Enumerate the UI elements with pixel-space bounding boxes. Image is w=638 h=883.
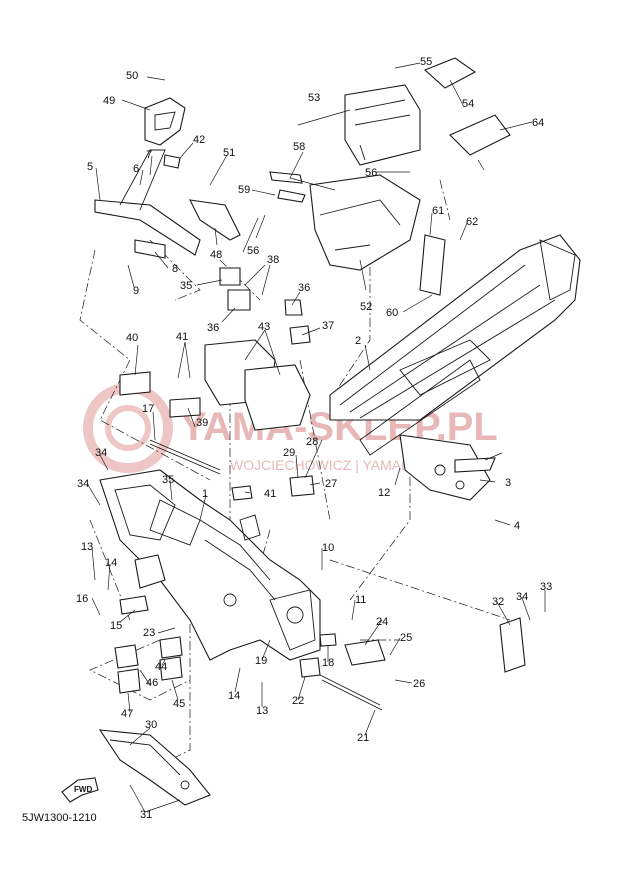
callout-17: 17 xyxy=(142,403,154,415)
callout-36a: 36 xyxy=(207,322,219,334)
callout-39: 40 xyxy=(126,332,138,344)
callout-18: 18 xyxy=(322,657,334,669)
callout-52: 53 xyxy=(308,92,320,104)
callout-50b: 51 xyxy=(223,147,235,159)
callout-31: 32 xyxy=(492,596,504,608)
callout-34c: 35 xyxy=(162,474,174,486)
rear-grip-bracket xyxy=(94,97,241,259)
callout-19: 19 xyxy=(255,655,267,667)
callout-14b: 14 xyxy=(228,690,240,702)
fwd-arrow: FWD xyxy=(61,777,99,803)
callout-8: 8 xyxy=(172,263,178,275)
callout-30: 31 xyxy=(140,809,152,821)
callout-24: 25 xyxy=(400,632,412,644)
diagram-code: 5JW1300-1210 xyxy=(22,812,97,824)
seat-rail xyxy=(329,234,581,456)
callout-59: 60 xyxy=(386,307,398,319)
callout-34a: 34 xyxy=(95,447,107,459)
callout-57: 58 xyxy=(293,141,305,153)
callout-21: 22 xyxy=(292,695,304,707)
callout-34b: 34 xyxy=(77,478,89,490)
callout-9: 9 xyxy=(133,285,139,297)
callout-25: 26 xyxy=(413,678,425,690)
callout-47: 47 xyxy=(121,708,133,720)
callout-5: 5 xyxy=(87,161,93,173)
callout-40: 41 xyxy=(176,331,188,343)
callout-16: 16 xyxy=(76,593,88,605)
callout-54: 55 xyxy=(420,56,432,68)
callout-15: 15 xyxy=(110,620,122,632)
callout-11: 11 xyxy=(355,594,366,606)
callout-37: 38 xyxy=(267,254,279,266)
callout-26: 27 xyxy=(325,478,337,490)
callout-29: 30 xyxy=(145,719,157,731)
callout-14a: 14 xyxy=(105,557,117,569)
callout-28: 29 xyxy=(283,447,295,459)
callout-55: 56 xyxy=(365,167,377,179)
callout-10: 10 xyxy=(322,542,334,554)
main-frame xyxy=(99,469,321,661)
callout-62: 64 xyxy=(532,117,544,129)
callout-53: 54 xyxy=(462,98,474,110)
callout-6: 6 xyxy=(133,163,139,175)
callout-41: 41 xyxy=(264,488,276,500)
callout-46: 46 xyxy=(146,677,158,689)
callout-22: 23 xyxy=(143,627,155,639)
rear-bracket xyxy=(399,434,496,501)
callout-38: 39 xyxy=(196,417,208,429)
callout-50a: 50 xyxy=(126,70,138,82)
callout-leaders xyxy=(87,62,546,813)
callout-7: 7 xyxy=(146,149,152,161)
callout-13a: 13 xyxy=(81,541,93,553)
callout-44: 44 xyxy=(155,661,167,673)
callout-51: 52 xyxy=(360,301,372,313)
callout-35b: 36 xyxy=(298,282,310,294)
callout-48: 48 xyxy=(210,249,222,261)
callout-27: 28 xyxy=(306,436,318,448)
callout-32: 33 xyxy=(540,581,552,593)
callout-3: 3 xyxy=(505,477,511,489)
fwd-label: FWD xyxy=(74,785,92,794)
callout-23: 24 xyxy=(376,616,388,628)
small-parts xyxy=(98,267,526,806)
callout-35a: 35 xyxy=(180,280,192,292)
callout-61: 62 xyxy=(466,216,478,228)
callout-36b: 37 xyxy=(322,320,334,332)
callout-1: 1 xyxy=(202,488,208,500)
callout-58: 59 xyxy=(238,184,250,196)
battery-box xyxy=(269,57,511,296)
callout-56: 56 xyxy=(247,245,259,257)
callout-60: 61 xyxy=(432,205,444,217)
callout-13b: 13 xyxy=(256,705,268,717)
callout-33: 34 xyxy=(516,591,528,603)
callout-4: 4 xyxy=(514,520,520,532)
callout-43: 43 xyxy=(258,321,270,333)
watermark-sub: WOJCIECHOWICZ | YAMAHA xyxy=(230,457,421,473)
callout-20: 21 xyxy=(357,732,369,744)
callout-12: 12 xyxy=(378,487,390,499)
callout-labels: 50 49 42 7 6 5 8 9 51 48 56 35 38 36 36 … xyxy=(76,56,552,821)
callout-49: 49 xyxy=(103,95,115,107)
callout-45: 45 xyxy=(173,698,185,710)
callout-42: 42 xyxy=(193,134,205,146)
callout-2: 2 xyxy=(355,335,361,347)
